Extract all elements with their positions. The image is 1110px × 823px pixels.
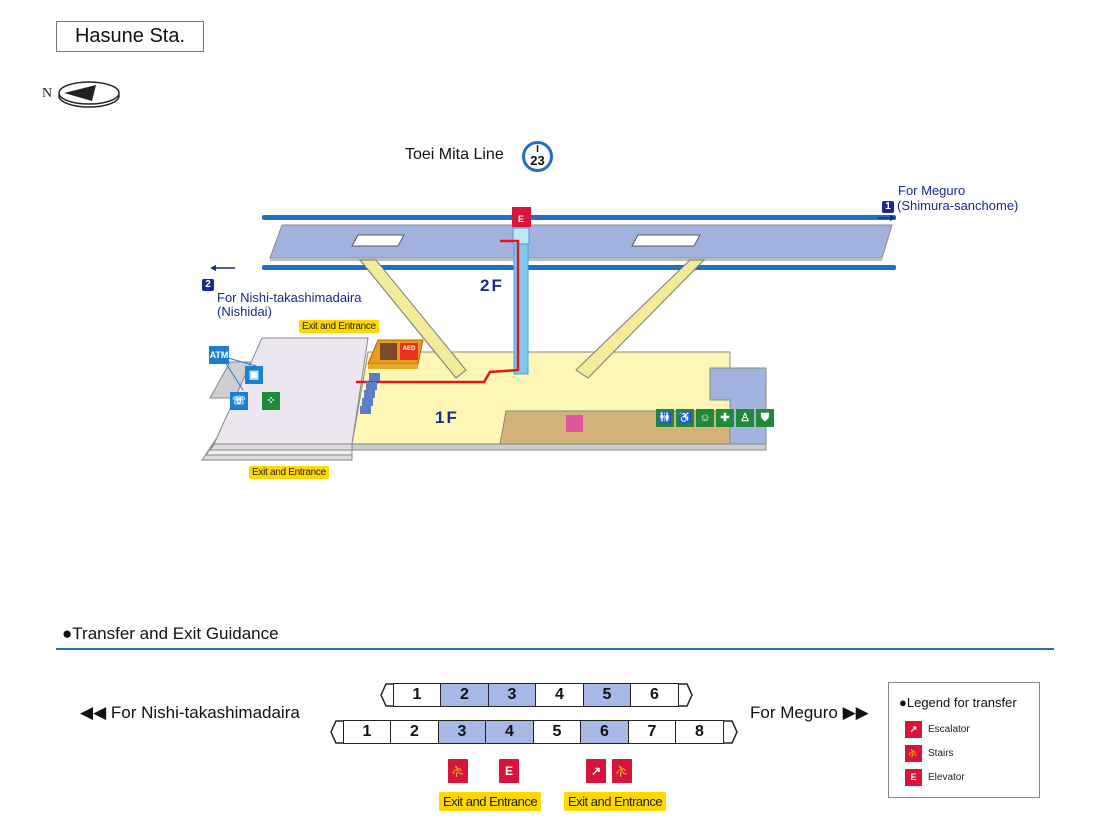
legend-title: ●Legend for transfer: [899, 695, 1017, 710]
track-1: [262, 215, 896, 220]
train-front-right: [679, 683, 693, 707]
compass-icon: [58, 81, 120, 108]
telephone-icon: ☏: [230, 392, 248, 410]
baby-chair-icon: ☺: [696, 409, 714, 427]
legend-box: ●Legend for transfer ↗Escalator ⛹Stairs …: [888, 682, 1040, 798]
svg-text:AED: AED: [403, 346, 416, 352]
line-letter: I: [536, 144, 539, 155]
elevator-icon: E: [499, 759, 519, 783]
car-5: 5: [582, 683, 632, 707]
section-title: ●Transfer and Exit Guidance: [62, 624, 279, 643]
stairs-right: [575, 259, 706, 379]
station-map: E AED: [201, 207, 896, 461]
restroom-icon: 🚻: [656, 409, 674, 427]
ostomate-icon: ✚: [716, 409, 734, 427]
legend-item-elevator: E Elevator: [905, 769, 965, 786]
stairs-icon: ⛹: [905, 745, 922, 762]
floor-label-2f: 2F: [480, 276, 504, 295]
car-8: 8: [675, 720, 724, 744]
exit-entrance-cars-3-4: Exit and Entrance: [439, 792, 542, 811]
wheelchair-icon: ♿: [676, 409, 694, 427]
legend-label: Stairs: [928, 748, 954, 759]
section-divider: [56, 648, 1054, 650]
entrance-steps: [360, 373, 380, 414]
compass-north-label: N: [42, 86, 53, 101]
aed-icon: [400, 343, 418, 360]
section-title-text: Transfer and Exit Guidance: [72, 624, 279, 643]
legend-label: Escalator: [928, 724, 970, 735]
legend-item-escalator: ↗ Escalator: [905, 721, 970, 738]
legend-label: Elevator: [928, 772, 965, 783]
car-1: 1: [392, 683, 442, 707]
platform1-number: 1: [882, 200, 894, 213]
facility-icons: 🚻 ♿ ☺ ✚ ♙ ⛊: [656, 409, 774, 427]
right-direction: For Meguro ▶▶: [750, 703, 869, 722]
platform2-number: 2: [202, 278, 214, 291]
car-4: 4: [485, 720, 534, 744]
elevator-icon: [512, 207, 531, 227]
train-front-right: [724, 720, 738, 744]
escalator-icon: ↗: [586, 759, 606, 783]
elevator-shaft: [512, 227, 530, 375]
car-2: 2: [390, 720, 439, 744]
left-direction-text: For Nishi-takashimadaira: [110, 703, 300, 722]
atm-icon: ATM: [209, 346, 229, 364]
platform1-via: (Shimura-sanchome): [897, 198, 1019, 213]
train-front-left: [330, 720, 344, 744]
train-front-left: [380, 683, 394, 707]
exit-entrance-car-6: Exit and Entrance: [564, 792, 667, 811]
platform2-direction: For Nishi-takashimadaira: [217, 290, 362, 305]
line-name: Toei Mita Line: [405, 146, 504, 163]
stairs-icon: ⛹: [448, 759, 468, 783]
elevator-icon: E: [905, 769, 922, 786]
exit-entrance-label-bottom: Exit and Entrance: [249, 466, 329, 479]
platform2-label: 2: [202, 277, 217, 291]
svg-text:E: E: [518, 214, 524, 224]
platform2-via: (Nishidai): [217, 304, 272, 319]
station-number-badge: I 23: [522, 141, 553, 172]
car-4: 4: [535, 683, 584, 707]
platform-2f: [262, 215, 896, 270]
legend-item-stairs: ⛹ Stairs: [905, 745, 954, 762]
diaper-changing-icon: ♙: [736, 409, 754, 427]
platform1-direction: For Meguro: [898, 183, 966, 198]
stairs-icon: ⛹: [612, 759, 632, 783]
escalator-icon: ↗: [905, 721, 922, 738]
coin-locker-icon: ▣: [245, 366, 263, 384]
car-6: 6: [580, 720, 629, 744]
left-direction: ◀◀ For Nishi-takashimadaira: [80, 703, 300, 722]
right-direction-text: For Meguro: [750, 703, 838, 722]
floor-label-1f: 1F: [435, 408, 459, 427]
barrier-free-route: [356, 239, 520, 384]
platform1-label: 1(Shimura-sanchome): [882, 199, 1018, 213]
car-7: 7: [627, 720, 677, 744]
ticket-office-icon: [566, 415, 583, 432]
car-5: 5: [532, 720, 582, 744]
exit-entrance-label-top: Exit and Entrance: [299, 320, 379, 333]
car-3: 3: [437, 720, 487, 744]
car-1: 1: [342, 720, 392, 744]
car-2: 2: [440, 683, 489, 707]
legend-title-text: Legend for transfer: [906, 695, 1017, 710]
car-6: 6: [630, 683, 679, 707]
station-title: Hasune Sta.: [56, 21, 204, 52]
station-number: 23: [530, 153, 545, 168]
track-2: [262, 265, 896, 270]
station-office-icon: [380, 343, 397, 360]
car-3: 3: [487, 683, 537, 707]
stairs-left: [358, 259, 467, 379]
multipurpose-icon: ⛊: [756, 409, 774, 427]
ticket-machine-icon: ⁘: [262, 392, 280, 410]
